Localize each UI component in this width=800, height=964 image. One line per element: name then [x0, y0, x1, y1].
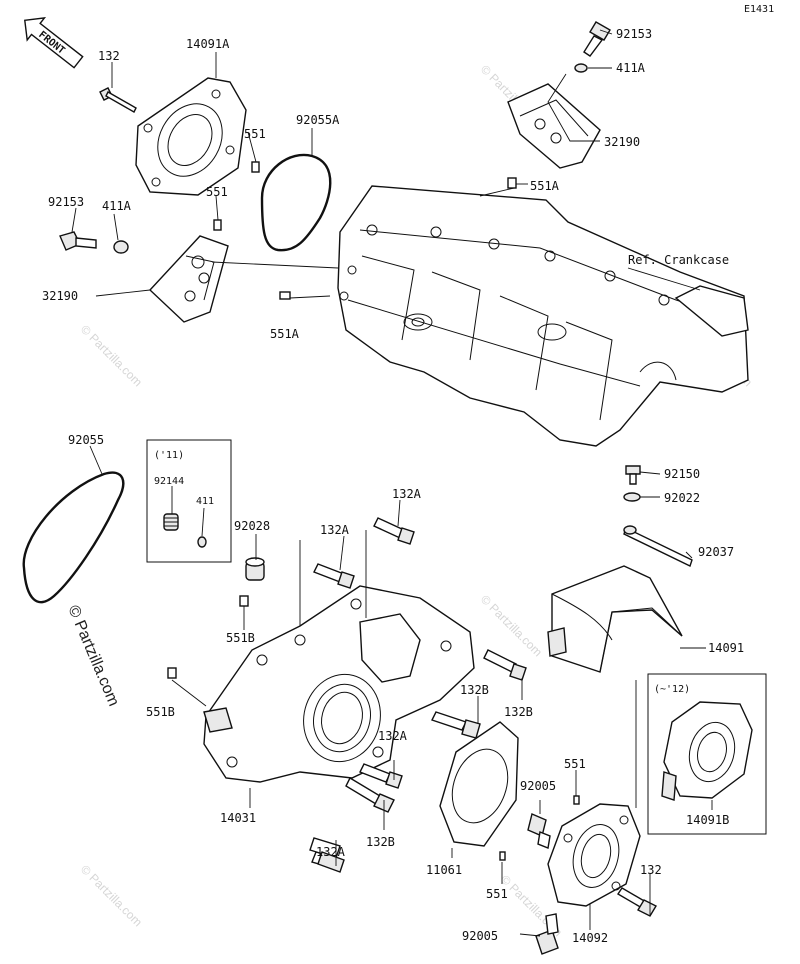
cover-14031 — [203, 585, 475, 783]
label-92055: 92055 — [68, 433, 104, 447]
bolt-132B-a — [483, 649, 527, 681]
label-132A-a: 132A — [392, 487, 422, 501]
bolt-132A-a — [373, 517, 415, 545]
separator-32190-right — [507, 83, 601, 169]
label-92022: 92022 — [664, 491, 700, 505]
label-132-top: 132 — [98, 49, 120, 63]
label-14091B: 14091B — [686, 813, 729, 827]
bolt-132A-d — [309, 837, 345, 873]
label-92144: 92144 — [154, 476, 184, 487]
label-92037: 92037 — [698, 545, 734, 559]
label-551A-left: 551A — [270, 327, 300, 341]
label-92055A: 92055A — [296, 113, 340, 127]
front-arrow: FRONT — [24, 16, 84, 69]
label-92153-left: 92153 — [48, 195, 84, 209]
bolt-132B-c — [345, 777, 395, 813]
pin-551-c — [573, 795, 580, 805]
washer-411A-left — [113, 240, 129, 254]
label-14091A: 14091A — [186, 37, 230, 51]
label-132A-d: 132A — [316, 845, 346, 859]
label-132B-a: 132B — [460, 683, 489, 697]
label-551-c: 551 — [564, 757, 586, 771]
bolt-92153-left — [59, 231, 97, 251]
bolt-92150 — [625, 465, 641, 485]
label-551B-a: 551B — [226, 631, 255, 645]
pin-551-b — [213, 219, 222, 231]
cover-14091A — [135, 77, 247, 196]
label-132B-c: 132B — [366, 835, 395, 849]
label-14031: 14031 — [220, 811, 256, 825]
year-box-11 — [146, 439, 232, 563]
fitting-92005-b — [535, 913, 559, 955]
spring-92144 — [163, 513, 179, 531]
label-92153-right: 92153 — [616, 27, 652, 41]
fitting-92005-a — [527, 813, 551, 849]
separator-32190-left — [149, 235, 229, 323]
label-32190-right: 32190 — [604, 135, 640, 149]
label-14092: 14092 — [572, 931, 608, 945]
label-551-d: 551 — [486, 887, 508, 901]
watermark-2: © Partzilla.com — [78, 322, 145, 389]
label-92005-b: 92005 — [462, 929, 498, 943]
year-box-12 — [647, 673, 767, 835]
label-132A-b: 132A — [320, 523, 350, 537]
leader-lines — [71, 29, 713, 937]
part-labels: 132 14091A 92055A 551 551 92153 411A 321… — [42, 27, 744, 945]
pin-551-a — [251, 161, 260, 173]
strap-92037 — [623, 525, 693, 567]
watermark-4: © Partzilla.com — [78, 862, 145, 929]
label-132-bottom: 132 — [640, 863, 662, 877]
pin-551A-left — [279, 291, 291, 300]
label-32190-left: 32190 — [42, 289, 78, 303]
bolt-132A-b — [313, 563, 355, 589]
label-551B-b: 551B — [146, 705, 175, 719]
pin-551A-right — [507, 177, 517, 189]
label-132A-c: 132A — [378, 729, 408, 743]
bolt-92153-right — [583, 21, 611, 57]
bolt-132A-c — [359, 763, 403, 789]
bolt-132B-b — [431, 711, 481, 739]
label-92005-a: 92005 — [520, 779, 556, 793]
gasket-92055A — [260, 153, 332, 252]
washer-92022 — [623, 492, 641, 502]
ball-411 — [197, 536, 207, 548]
label-411: 411 — [196, 496, 214, 507]
gasket-92055 — [22, 471, 125, 604]
label-92150: 92150 — [664, 467, 700, 481]
year-box-11-label: ('11) — [154, 450, 184, 461]
label-551-b: 551 — [206, 185, 228, 199]
cover-14091B — [661, 701, 753, 801]
diagram-code: E1431 — [744, 4, 774, 15]
label-551A-right: 551A — [530, 179, 560, 193]
label-ref-crankcase: Ref. Crankcase — [628, 253, 729, 267]
label-411A-left: 411A — [102, 199, 132, 213]
crankcase-reference — [337, 185, 749, 447]
gasket-11061 — [439, 721, 519, 847]
pin-551B-b — [167, 667, 177, 679]
label-92028: 92028 — [234, 519, 270, 533]
bolt-132-bottom — [617, 887, 657, 917]
label-11061: 11061 — [426, 863, 462, 877]
year-box-12-label: (~'12) — [654, 684, 690, 695]
pin-551B-a — [239, 595, 249, 607]
label-551-a: 551 — [244, 127, 266, 141]
cover-14092 — [547, 803, 641, 907]
bushing-92028 — [245, 557, 265, 581]
washer-411A-right — [574, 63, 588, 73]
guard-14091 — [547, 565, 683, 673]
label-411A-right: 411A — [616, 61, 646, 75]
label-14091: 14091 — [708, 641, 744, 655]
pin-551-d — [499, 851, 506, 861]
watermark-main: © Partzilla.com — [64, 603, 122, 709]
bolt-132-top — [99, 87, 137, 113]
label-132B-b: 132B — [504, 705, 533, 719]
